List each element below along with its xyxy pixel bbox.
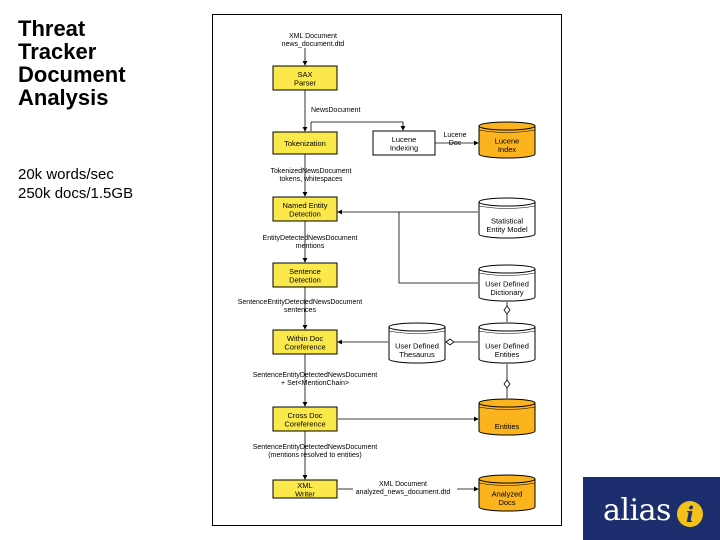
title-line: Analysis <box>18 85 109 110</box>
diamond-ude-entities <box>503 379 511 389</box>
data-store-udd <box>478 264 536 302</box>
data-store-luc_index <box>478 121 536 159</box>
flow-dict-to-ned <box>398 212 478 284</box>
title-line: Threat <box>18 16 86 41</box>
logo-text: alias <box>603 493 671 528</box>
process-box-cdc <box>272 406 338 432</box>
process-box-sax <box>272 65 338 91</box>
words-per-sec: 20k words/sec <box>18 166 114 183</box>
flow-label-news_doc: NewsDocument <box>311 107 360 114</box>
flow-label-mention_chain: SentenceEntityDetectedNewsDocument+ Set<… <box>253 372 378 387</box>
process-box-sent <box>272 262 338 288</box>
data-store-udt <box>388 322 446 364</box>
logo-i-mark: i <box>677 501 703 527</box>
alias-i-logo: alias i <box>583 477 720 540</box>
data-store-ent <box>478 398 536 436</box>
title-line: Tracker <box>18 39 97 64</box>
title-line: Document <box>18 62 126 87</box>
process-box-ned <box>272 196 338 222</box>
flow-to-lucene-indexing <box>311 121 406 131</box>
store-label-ent: Entities <box>495 422 520 431</box>
diamond-entities-thes <box>445 338 455 346</box>
data-store-ude <box>478 322 536 364</box>
performance-stats: 20k words/sec 250k docs/1.5GB <box>18 165 133 203</box>
data-store-stat <box>478 197 536 239</box>
process-label-token: Tokenization <box>284 139 326 148</box>
flow-label-resolved: SentenceEntityDetectedNewsDocument(menti… <box>253 444 378 459</box>
process-box-xml <box>272 479 338 499</box>
data-store-ana <box>478 474 536 512</box>
svg-text:i: i <box>686 502 694 527</box>
diamond-dict-entities <box>503 305 511 315</box>
slide-title: Threat Tracker Document Analysis <box>18 17 126 109</box>
docs-size: 250k docs/1.5GB <box>18 185 134 202</box>
